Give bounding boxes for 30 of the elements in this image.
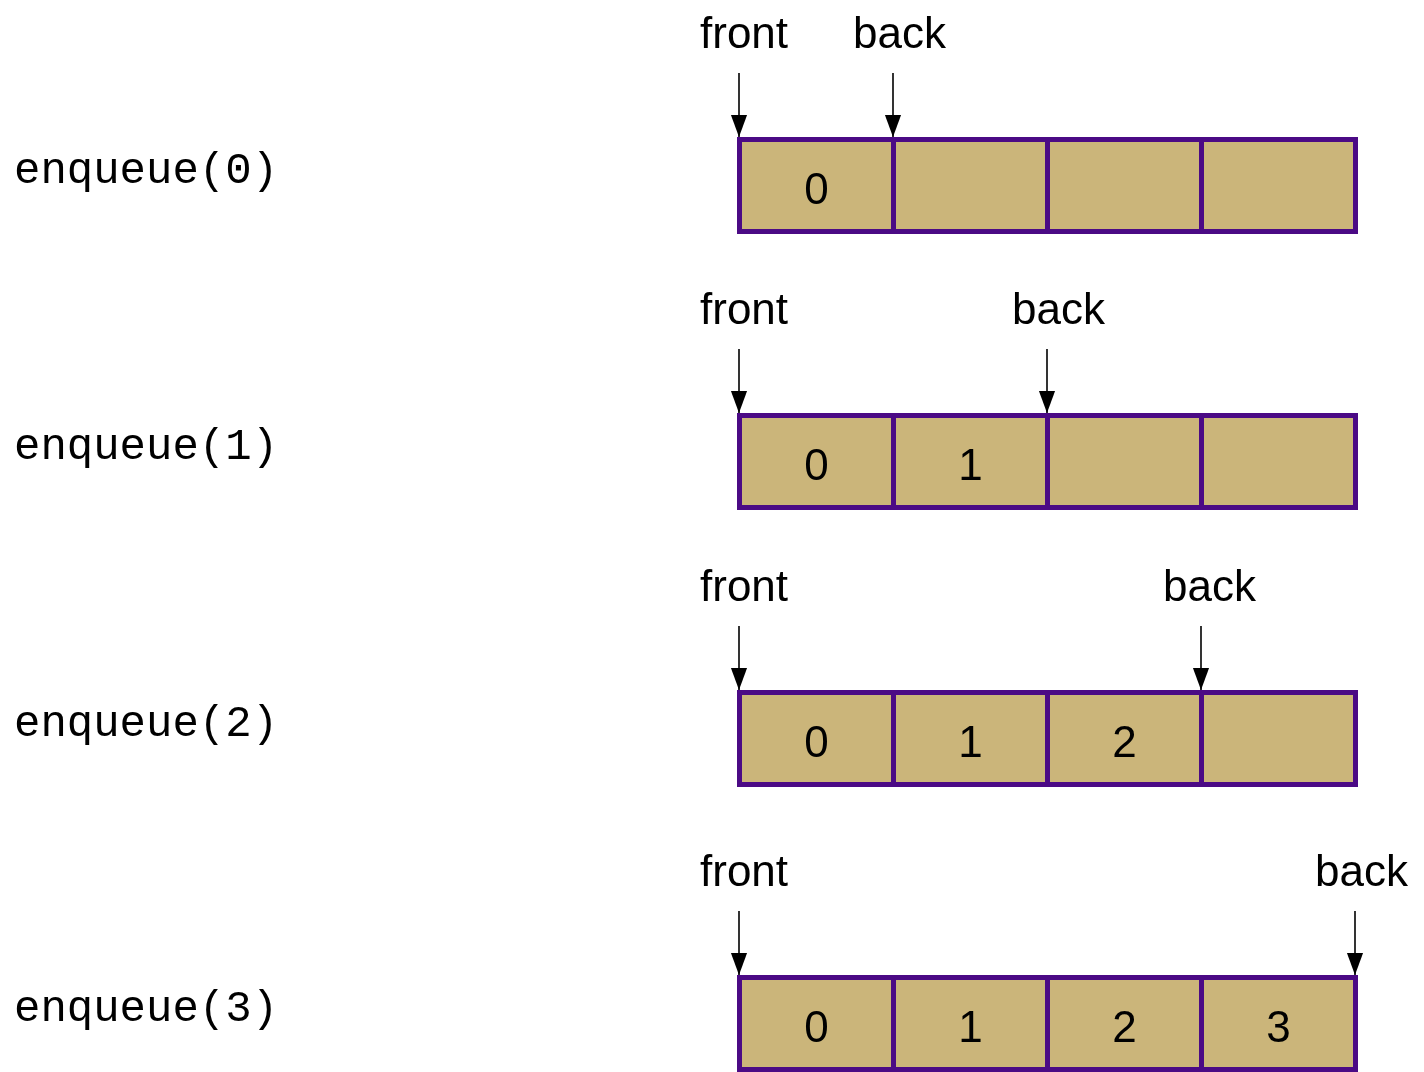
- cell-value: 1: [958, 439, 983, 490]
- cell-value: 1: [958, 716, 983, 767]
- cell-value: 1: [958, 1001, 983, 1052]
- cell-value: 0: [804, 716, 829, 767]
- pointer-arrow: [730, 625, 748, 691]
- cell-value: 0: [804, 1001, 829, 1052]
- cell-value: 0: [804, 163, 829, 214]
- pointer-arrow: [730, 910, 748, 976]
- cell-value: 2: [1112, 716, 1137, 767]
- pointer-label: back: [1315, 846, 1419, 896]
- pointer-label: front: [700, 561, 800, 611]
- pointer-label: back: [853, 8, 957, 58]
- function-call-text: enqueue(3): [14, 984, 279, 1034]
- pointer-label: back: [1163, 561, 1267, 611]
- pointer-label: front: [700, 8, 800, 58]
- pointer-label: front: [700, 284, 800, 334]
- pointer-label: front: [700, 846, 800, 896]
- pointer-arrow: [1346, 910, 1364, 976]
- function-call-text: enqueue(2): [14, 699, 279, 749]
- pointer-arrow: [1192, 625, 1210, 691]
- pointer-arrow: [730, 72, 748, 138]
- pointer-label: back: [1012, 284, 1116, 334]
- cell-value: 3: [1266, 1001, 1291, 1052]
- pointer-arrow: [884, 72, 902, 138]
- pointer-arrow: [730, 348, 748, 414]
- function-call-text: enqueue(1): [14, 422, 279, 472]
- pointer-arrow: [1038, 348, 1056, 414]
- cell-value: 0: [804, 439, 829, 490]
- function-call-text: enqueue(0): [14, 146, 279, 196]
- cell-value: 2: [1112, 1001, 1137, 1052]
